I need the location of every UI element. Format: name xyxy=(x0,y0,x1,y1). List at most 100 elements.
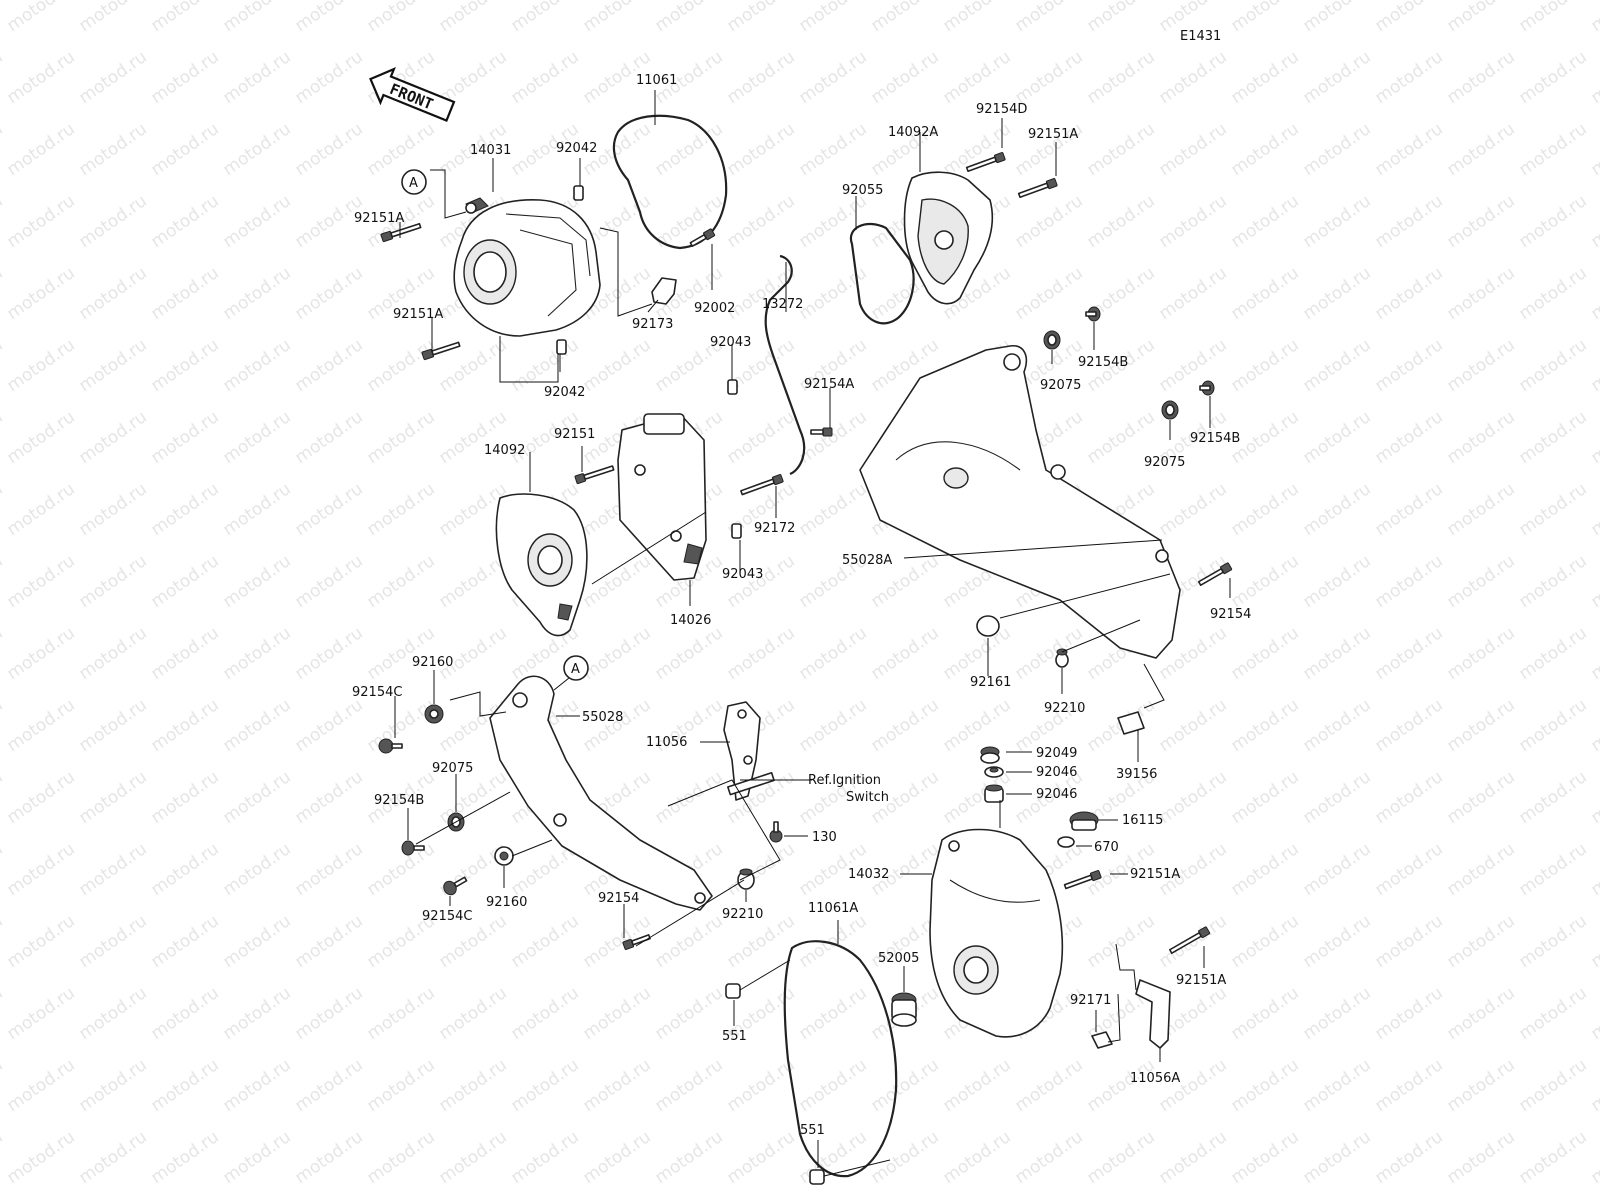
watermark-text: motod.ru xyxy=(363,983,438,1044)
label-92154C-top: 92154C xyxy=(352,685,402,700)
watermark-text: motod.ru xyxy=(1011,0,1086,36)
watermark-text: motod.ru xyxy=(1587,911,1600,972)
label-11061: 11061 xyxy=(636,73,677,88)
watermark-text: motod.ru xyxy=(1227,983,1302,1044)
watermark-text: motod.ru xyxy=(1587,551,1600,612)
watermark-text: motod.ru xyxy=(795,407,870,468)
watermark-text: motod.ru xyxy=(1443,263,1518,324)
watermark-text: motod.ru xyxy=(291,983,366,1044)
watermark-text: motod.ru xyxy=(795,191,870,252)
watermark-text: motod.ru xyxy=(75,119,150,180)
watermark-text: motod.ru xyxy=(1371,191,1446,252)
watermark-text: motod.ru xyxy=(147,0,222,36)
watermark-text: motod.ru xyxy=(75,47,150,108)
watermark-text: motod.ru xyxy=(651,119,726,180)
part-11056A-bracket xyxy=(1135,979,1171,1049)
watermark-text: motod.ru xyxy=(723,0,798,36)
watermark-text: motod.ru xyxy=(1227,191,1302,252)
part-13272-gasket-strip xyxy=(764,254,806,476)
watermark-text: motod.ru xyxy=(795,983,870,1044)
watermark-text: motod.ru xyxy=(0,911,7,972)
watermark-text: motod.ru xyxy=(0,335,7,396)
part-92154C-bolt-top xyxy=(378,738,403,754)
watermark-text: motod.ru xyxy=(1443,1055,1518,1116)
watermark-text: motod.ru xyxy=(147,983,222,1044)
watermark-text: motod.ru xyxy=(75,191,150,252)
watermark-text: motod.ru xyxy=(291,1055,366,1116)
watermark-text: motod.ru xyxy=(291,695,366,756)
watermark-text: motod.ru xyxy=(795,119,870,180)
watermark-text: motod.ru xyxy=(75,1127,150,1188)
label-92154-bottom: 92154 xyxy=(598,891,639,906)
watermark-text: motod.ru xyxy=(1443,119,1518,180)
watermark-text: motod.ru xyxy=(219,479,294,540)
part-92046-bearing-1 xyxy=(984,766,1004,778)
watermark-text: motod.ru xyxy=(3,623,78,684)
watermark-text: motod.ru xyxy=(1587,0,1600,36)
watermark-text: motod.ru xyxy=(0,407,7,468)
watermark-text: motod.ru xyxy=(1371,47,1446,108)
watermark-text: motod.ru xyxy=(0,263,7,324)
watermark-text: motod.ru xyxy=(1515,1055,1590,1116)
watermark-text: motod.ru xyxy=(0,983,7,1044)
watermark-text: motod.ru xyxy=(3,0,78,36)
part-labels: 11061 14031 92042 92151A 92151A 92002 92… xyxy=(352,73,1251,1138)
watermark-text: motod.ru xyxy=(867,695,942,756)
watermark-text: motod.ru xyxy=(579,695,654,756)
diagram-code: E1431 xyxy=(1180,29,1221,44)
watermark-text: motod.ru xyxy=(1011,263,1086,324)
label-92160-top: 92160 xyxy=(412,655,453,670)
part-11061-gasket xyxy=(612,114,728,250)
watermark-text: motod.ru xyxy=(579,551,654,612)
watermark-text: motod.ru xyxy=(219,695,294,756)
watermark-text: motod.ru xyxy=(1587,623,1600,684)
watermark-text: motod.ru xyxy=(147,407,222,468)
watermark-text: motod.ru xyxy=(3,983,78,1044)
watermark-text: motod.ru xyxy=(723,47,798,108)
part-14092A-cover xyxy=(903,171,994,305)
watermark-text: motod.ru xyxy=(1515,1127,1590,1188)
watermark-text: motod.ru xyxy=(1587,1055,1600,1116)
watermark-text: motod.ru xyxy=(1011,623,1086,684)
watermark-text: motod.ru xyxy=(723,191,798,252)
watermark-text: motod.ru xyxy=(219,47,294,108)
watermark-text: motod.ru xyxy=(1515,767,1590,828)
part-670-o-ring xyxy=(1057,836,1075,848)
watermark-text: motod.ru xyxy=(939,1055,1014,1116)
watermark-text: motod.ru xyxy=(75,911,150,972)
watermark-text: motod.ru xyxy=(1587,839,1600,900)
watermark-text: motod.ru xyxy=(1587,479,1600,540)
watermark-text: motod.ru xyxy=(435,0,510,36)
label-92075-left: 92075 xyxy=(432,761,473,776)
watermark-text: motod.ru xyxy=(1299,0,1374,36)
watermark-text: motod.ru xyxy=(3,695,78,756)
watermark-text: motod.ru xyxy=(795,623,870,684)
watermark-text: motod.ru xyxy=(1155,767,1230,828)
label-55028: 55028 xyxy=(582,710,623,725)
watermark-text: motod.ru xyxy=(0,767,7,828)
watermark-text: motod.ru xyxy=(363,1127,438,1188)
watermark-text: motod.ru xyxy=(1299,1127,1374,1188)
part-92151A-bolt-2 xyxy=(421,341,461,361)
watermark-text: motod.ru xyxy=(651,983,726,1044)
watermark-text: motod.ru xyxy=(1443,839,1518,900)
ref-note-line-1: Ref.Ignition xyxy=(808,773,881,788)
watermark-text: motod.ru xyxy=(1155,479,1230,540)
watermark-text: motod.ru xyxy=(579,1127,654,1188)
watermark-text: motod.ru xyxy=(939,0,1014,36)
watermark-text: motod.ru xyxy=(75,479,150,540)
watermark-text: motod.ru xyxy=(1443,47,1518,108)
watermark-text: motod.ru xyxy=(1227,479,1302,540)
watermark-text: motod.ru xyxy=(3,839,78,900)
part-92171-clamp xyxy=(1091,1031,1113,1049)
label-16115: 16115 xyxy=(1122,813,1163,828)
watermark-text: motod.ru xyxy=(1011,191,1086,252)
part-55028-cover xyxy=(489,675,713,911)
watermark-text: motod.ru xyxy=(1371,479,1446,540)
part-92160-grommet-bottom xyxy=(494,846,514,866)
part-52005-oil-filter xyxy=(891,992,917,1027)
watermark-text: motod.ru xyxy=(0,695,7,756)
label-55028A: 55028A xyxy=(842,553,892,568)
part-92049-seal xyxy=(980,746,1000,764)
